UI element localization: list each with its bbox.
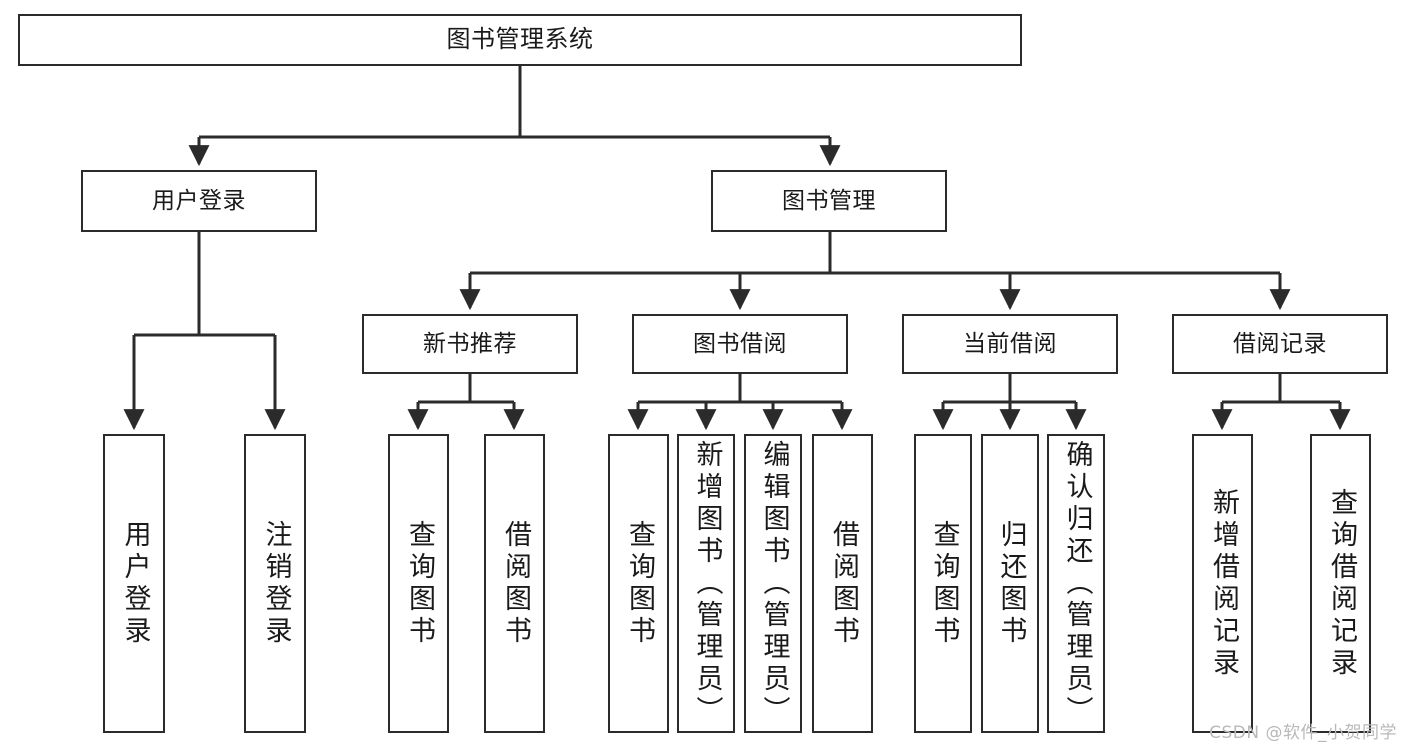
node-leaf-add-borrow-record[interactable]: 新增借阅记录 bbox=[1192, 434, 1253, 733]
node-new-book-recommend[interactable]: 新书推荐 bbox=[362, 314, 578, 374]
node-label: 借阅图书 bbox=[500, 519, 531, 648]
node-label: 用户登录 bbox=[119, 519, 151, 648]
node-leaf-query-borrow-record[interactable]: 查询借阅记录 bbox=[1310, 434, 1371, 733]
node-label: 图书借阅 bbox=[693, 330, 787, 357]
node-leaf-query-book-3[interactable]: 查询图书 bbox=[914, 434, 972, 733]
node-label: 新书推荐 bbox=[423, 330, 517, 357]
node-label: 归还图书 bbox=[995, 519, 1027, 648]
node-book-borrow[interactable]: 图书借阅 bbox=[632, 314, 848, 374]
node-label: 新增借阅记录 bbox=[1208, 487, 1239, 680]
csdn-watermark: CSDN @软件_小贺同学 bbox=[1209, 723, 1397, 743]
node-leaf-query-book-1[interactable]: 查询图书 bbox=[388, 434, 449, 733]
node-label: 编辑图书（管理员） bbox=[758, 439, 790, 728]
node-label: 图书管理系统 bbox=[446, 25, 594, 54]
node-label: 查询图书 bbox=[928, 519, 960, 648]
node-leaf-borrow-book-1[interactable]: 借阅图书 bbox=[484, 434, 545, 733]
node-leaf-edit-book-admin[interactable]: 编辑图书（管理员） bbox=[744, 434, 802, 733]
node-label: 图书管理 bbox=[782, 187, 876, 214]
node-leaf-query-book-2[interactable]: 查询图书 bbox=[608, 434, 669, 733]
node-label: 查询借阅记录 bbox=[1326, 487, 1357, 680]
node-leaf-user-login[interactable]: 用户登录 bbox=[103, 434, 165, 733]
node-label: 查询图书 bbox=[624, 519, 655, 648]
node-leaf-logout-login[interactable]: 注销登录 bbox=[244, 434, 306, 733]
node-current-borrow[interactable]: 当前借阅 bbox=[902, 314, 1118, 374]
node-label: 查询图书 bbox=[404, 519, 435, 648]
node-leaf-borrow-book-2[interactable]: 借阅图书 bbox=[812, 434, 873, 733]
node-label: 新增图书（管理员） bbox=[691, 439, 723, 728]
node-leaf-add-book-admin[interactable]: 新增图书（管理员） bbox=[677, 434, 735, 733]
node-label: 借阅记录 bbox=[1233, 330, 1327, 357]
node-label: 确认归还（管理员） bbox=[1061, 439, 1093, 728]
node-book-management[interactable]: 图书管理 bbox=[711, 170, 947, 232]
node-label: 用户登录 bbox=[152, 187, 246, 214]
node-leaf-return-book[interactable]: 归还图书 bbox=[981, 434, 1039, 733]
node-leaf-confirm-return-admin[interactable]: 确认归还（管理员） bbox=[1047, 434, 1105, 733]
node-user-login[interactable]: 用户登录 bbox=[81, 170, 317, 232]
node-borrow-record[interactable]: 借阅记录 bbox=[1172, 314, 1388, 374]
node-label: 借阅图书 bbox=[828, 519, 859, 648]
node-label: 当前借阅 bbox=[963, 330, 1057, 357]
node-label: 注销登录 bbox=[260, 519, 292, 648]
node-root-book-management-system[interactable]: 图书管理系统 bbox=[18, 14, 1022, 66]
